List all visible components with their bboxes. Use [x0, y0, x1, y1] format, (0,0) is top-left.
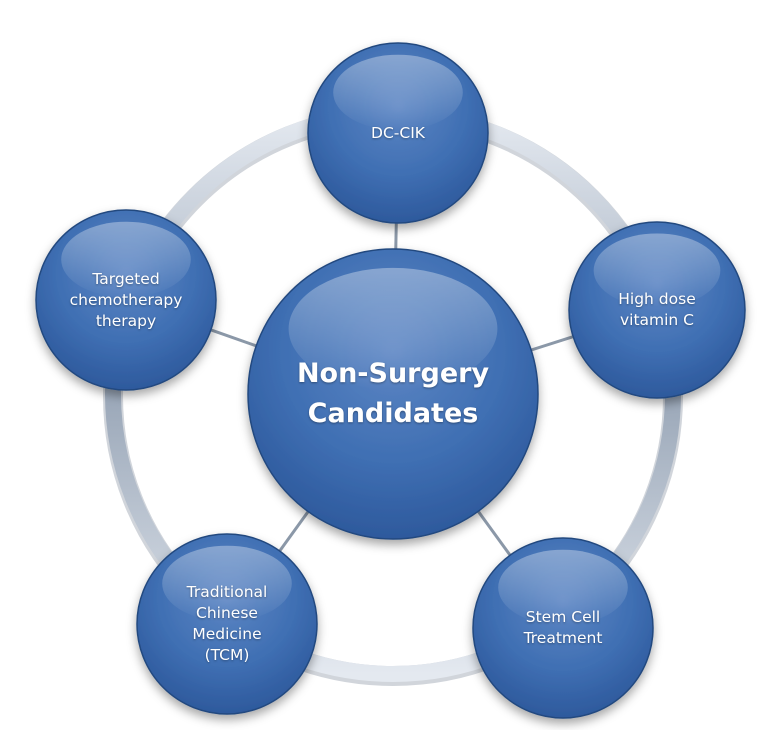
center-node-gloss — [288, 267, 498, 390]
connector-high-dose-vitamin-c — [526, 334, 578, 353]
node-high-dose-vitamin-c — [568, 221, 746, 399]
node-targeted-chemotherapy-gloss — [61, 221, 191, 298]
connector-dc-cik — [394, 218, 398, 254]
node-traditional-chinese-medicine-gloss — [162, 545, 292, 622]
node-stem-cell-treatment-gloss — [498, 549, 628, 626]
node-traditional-chinese-medicine — [136, 533, 318, 715]
connector-traditional-chinese-medicine — [276, 507, 312, 556]
connector-stem-cell-treatment — [474, 507, 514, 560]
node-dc-cik-gloss — [333, 54, 463, 131]
center-node — [247, 248, 539, 540]
connector-targeted-chemotherapy — [206, 327, 261, 349]
node-dc-cik — [307, 42, 489, 224]
node-stem-cell-treatment — [472, 537, 654, 719]
node-high-dose-vitamin-c-gloss — [593, 233, 721, 308]
node-targeted-chemotherapy — [35, 209, 217, 391]
